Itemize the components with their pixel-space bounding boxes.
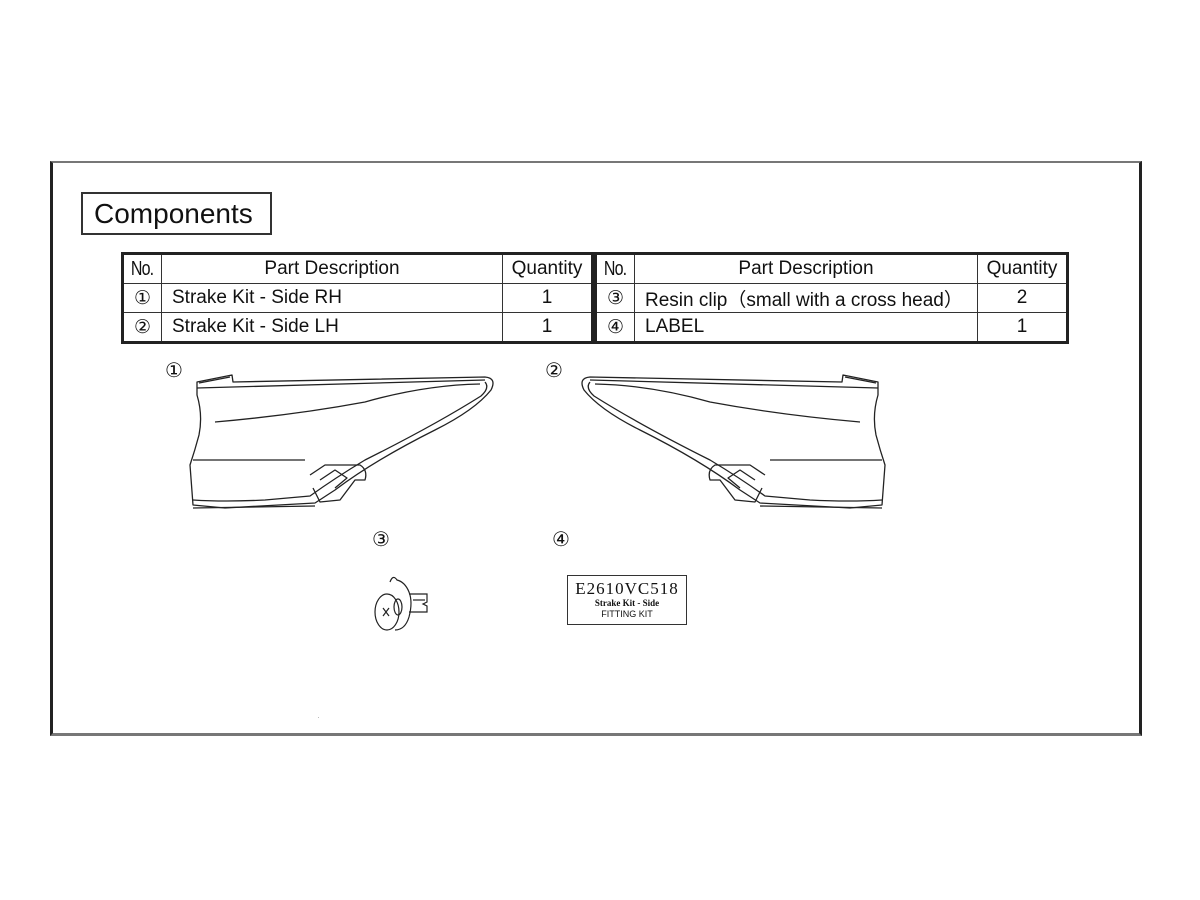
stray-dot [318, 717, 319, 718]
part-quantity: 2 [977, 283, 1068, 313]
strake-lh-illustration [581, 374, 886, 509]
label-line-1: Strake Kit - Side [594, 598, 660, 608]
parts-table-left: No. Part Description Quantity ① Strake K… [121, 252, 594, 344]
label-illustration: E2610VC518 Strake Kit - Side FITTING KIT [567, 575, 687, 625]
table-header-row: No. Part Description Quantity [122, 253, 593, 284]
header-no: No. [122, 253, 162, 284]
table-header-row: No. Part Description Quantity [595, 253, 1068, 284]
document-frame [50, 161, 1142, 736]
part-description: Resin clip（small with a cross head） [634, 283, 978, 313]
part-description: Strake Kit - Side LH [161, 312, 503, 343]
label-line-2: FITTING KIT [601, 609, 653, 619]
table-row: ② Strake Kit - Side LH 1 [122, 312, 593, 343]
table-row: ③ Resin clip（small with a cross head） 2 [595, 283, 1068, 313]
part-quantity: 1 [502, 312, 593, 343]
strake-rh-illustration [189, 374, 494, 509]
resin-clip-illustration [374, 576, 428, 631]
part-description: LABEL [634, 312, 978, 343]
header-description: Part Description [161, 253, 503, 284]
header-quantity: Quantity [502, 253, 593, 284]
part-quantity: 1 [977, 312, 1068, 343]
callout-1: ① [165, 358, 183, 382]
table-row: ④ LABEL 1 [595, 312, 1068, 343]
part-number: ④ [595, 312, 635, 343]
header-quantity: Quantity [977, 253, 1068, 284]
section-title: Components [81, 192, 272, 235]
callout-3: ③ [372, 527, 390, 551]
callout-4: ④ [552, 527, 570, 551]
table-row: ① Strake Kit - Side RH 1 [122, 283, 593, 313]
part-number: ③ [595, 283, 635, 313]
header-description: Part Description [634, 253, 978, 284]
part-number: ① [122, 283, 162, 313]
callout-2: ② [545, 358, 563, 382]
parts-table-right: No. Part Description Quantity ③ Resin cl… [594, 252, 1069, 344]
header-no: No. [595, 253, 635, 284]
label-code: E2610VC518 [575, 579, 679, 598]
part-number: ② [122, 312, 162, 343]
part-quantity: 1 [502, 283, 593, 313]
part-description: Strake Kit - Side RH [161, 283, 503, 313]
